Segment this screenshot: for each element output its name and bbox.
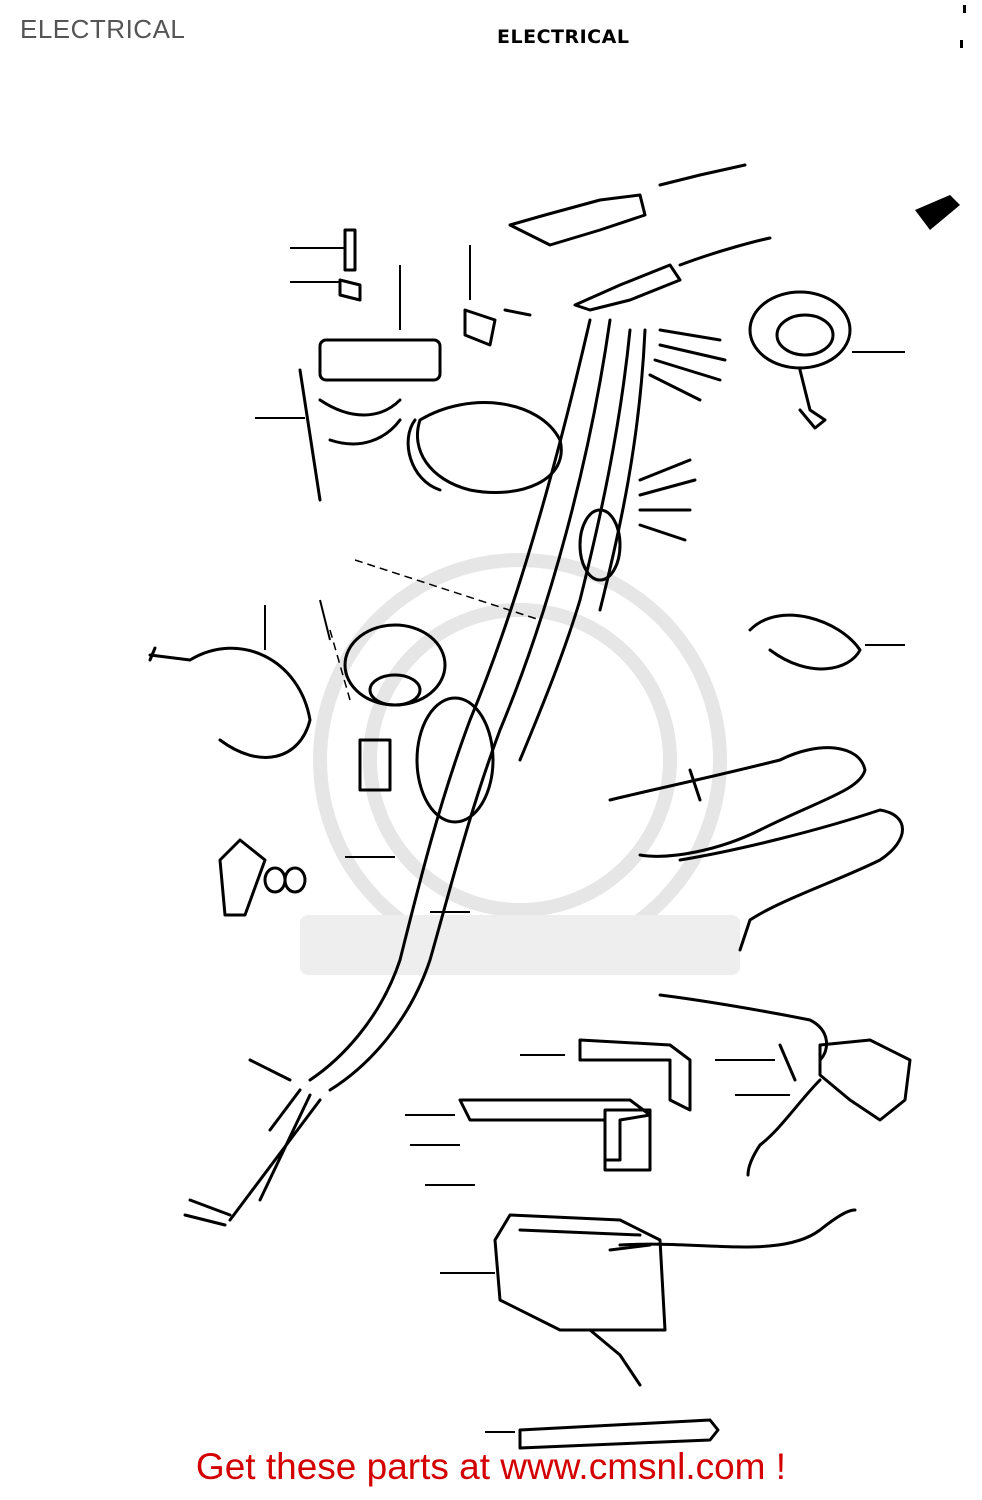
headlight-shell <box>406 401 563 495</box>
decorative-marks <box>915 5 966 230</box>
cmsnl-watermark <box>300 553 740 975</box>
cmsnl-banner-link[interactable]: Get these parts at www.cmsnl.com ! <box>195 1446 787 1487</box>
wire-clamp-right <box>748 613 905 671</box>
assembly-dashed-lines <box>329 559 541 701</box>
wire-clamp-left <box>148 646 312 759</box>
diagram-title: ELECTRICAL <box>497 26 630 48</box>
frame-section <box>608 746 904 952</box>
fuse <box>485 1418 720 1450</box>
ignition-switch <box>343 623 447 792</box>
part-leader-lines <box>255 245 790 1274</box>
starter-relay <box>658 993 912 1177</box>
battery-holder <box>458 1038 692 1172</box>
horn <box>748 290 905 430</box>
page-label: ELECTRICAL <box>20 14 186 44</box>
regulator <box>218 838 307 917</box>
battery <box>493 1208 857 1387</box>
wiring-harness <box>183 318 727 1227</box>
turn-signal-assembly <box>508 163 772 312</box>
mounting-bracket <box>298 228 532 502</box>
